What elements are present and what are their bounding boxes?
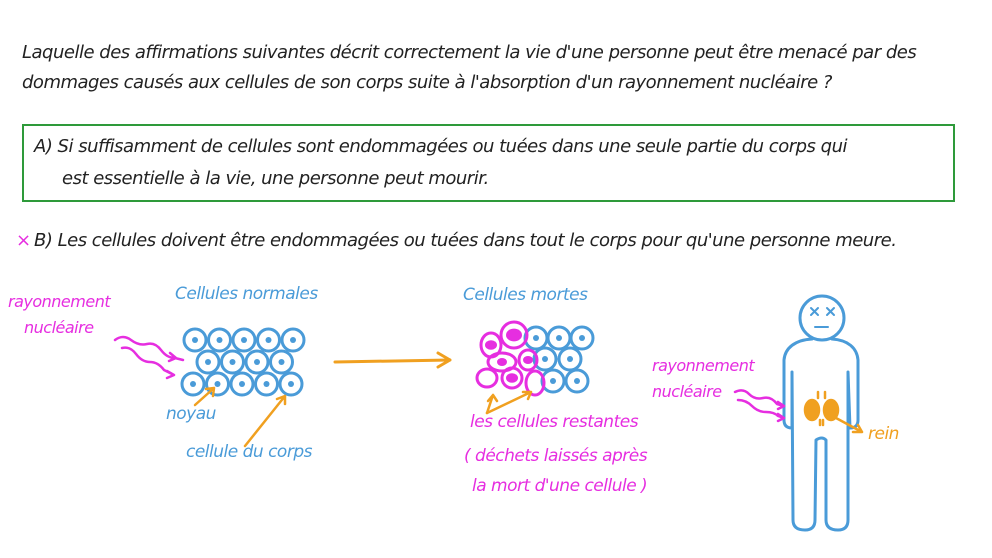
nucleus-arrow-icon bbox=[193, 386, 287, 448]
cell bbox=[532, 346, 558, 372]
cell bbox=[564, 368, 590, 394]
transition-arrow-icon bbox=[333, 351, 452, 369]
nucleus-label: noyau bbox=[166, 404, 216, 424]
cell-nucleus bbox=[263, 381, 270, 387]
dead-cell bbox=[499, 320, 529, 350]
remaining-cells-label-1: les cellules restantes bbox=[470, 412, 639, 432]
cell-nucleus bbox=[567, 356, 573, 362]
cell bbox=[254, 371, 279, 397]
dead-cell bbox=[517, 348, 539, 372]
cell bbox=[180, 371, 206, 397]
cell-nucleus bbox=[278, 359, 285, 365]
radiation-label-right-1: rayonnement bbox=[652, 356, 755, 375]
answer-a-line-1: A) Si suffisamment de cellules sont endo… bbox=[34, 136, 847, 157]
cell bbox=[182, 327, 208, 353]
dead-cell bbox=[486, 351, 518, 373]
kidney-arrow-icon bbox=[834, 416, 864, 434]
cell-nucleus bbox=[550, 378, 556, 384]
cell bbox=[205, 371, 230, 397]
dead-cell-remnant bbox=[523, 356, 533, 364]
dead-cell bbox=[500, 366, 524, 390]
correct-answer-box bbox=[22, 124, 955, 202]
radiation-wave-right-icon bbox=[733, 389, 786, 423]
normal-cells-title: Cellules normales bbox=[175, 284, 318, 304]
normal-cells-group bbox=[180, 327, 306, 397]
remaining-cells-arrow-icon bbox=[485, 390, 533, 415]
dead-cell bbox=[475, 367, 499, 389]
radiation-label-right-2: nucléaire bbox=[652, 382, 722, 401]
answer-a-line-2: est essentielle à la vie, une personne p… bbox=[62, 168, 489, 189]
body-cell-label: cellule du corps bbox=[186, 442, 312, 462]
cell-nucleus bbox=[192, 337, 198, 343]
cell bbox=[269, 349, 294, 375]
cell-nucleus bbox=[265, 337, 272, 343]
kidney-label: rein bbox=[868, 424, 899, 444]
dead-cell-remnant bbox=[506, 373, 518, 383]
cell-nucleus bbox=[229, 359, 236, 365]
dead-cells-group bbox=[475, 320, 595, 397]
cell-nucleus bbox=[533, 335, 539, 341]
cell bbox=[231, 327, 257, 353]
cell bbox=[540, 368, 566, 394]
remaining-cells-label-2: ( déchets laissés après bbox=[464, 446, 648, 466]
cell-nucleus bbox=[254, 359, 260, 365]
cell-nucleus bbox=[574, 378, 580, 384]
cell-nucleus bbox=[542, 356, 548, 362]
question-line-1: Laquelle des affirmations suivantes décr… bbox=[22, 42, 917, 63]
cell bbox=[229, 371, 255, 397]
radiation-wave-left-icon bbox=[113, 335, 185, 380]
cell-nucleus bbox=[190, 381, 196, 387]
cell-nucleus bbox=[288, 381, 294, 387]
cell-nucleus bbox=[239, 381, 245, 387]
dead-cell-remnant bbox=[485, 340, 497, 350]
cell bbox=[207, 327, 232, 353]
cell bbox=[280, 327, 306, 353]
cell-nucleus bbox=[216, 337, 223, 343]
question-line-2: dommages causés aux cellules de son corp… bbox=[22, 72, 832, 93]
cell-nucleus bbox=[556, 335, 562, 341]
cell bbox=[557, 346, 583, 372]
cell bbox=[569, 325, 595, 351]
kidney-icon bbox=[803, 390, 840, 427]
cell-nucleus bbox=[214, 381, 221, 387]
remaining-cells-label-3: la mort d'une cellule ) bbox=[472, 476, 648, 496]
dead-cell bbox=[524, 369, 546, 397]
dead-cells-title: Cellules mortes bbox=[463, 285, 588, 305]
person-figure bbox=[782, 294, 860, 532]
cell bbox=[244, 349, 270, 375]
cell-nucleus bbox=[290, 337, 296, 343]
cell-nucleus bbox=[205, 359, 211, 365]
cell-nucleus bbox=[241, 337, 247, 343]
radiation-label-left-2: nucléaire bbox=[24, 318, 94, 337]
radiation-label-left-1: rayonnement bbox=[8, 292, 111, 311]
cell-nucleus bbox=[579, 335, 585, 341]
cell bbox=[195, 349, 221, 375]
cell bbox=[278, 371, 304, 397]
dead-cell-remnant bbox=[497, 358, 507, 366]
answer-b-line-1: B) Les cellules doivent être endommagées… bbox=[34, 230, 897, 251]
incorrect-mark-icon: × bbox=[16, 230, 31, 251]
cell bbox=[220, 349, 245, 375]
dead-cell-remnant bbox=[506, 328, 522, 342]
cell bbox=[256, 327, 281, 353]
